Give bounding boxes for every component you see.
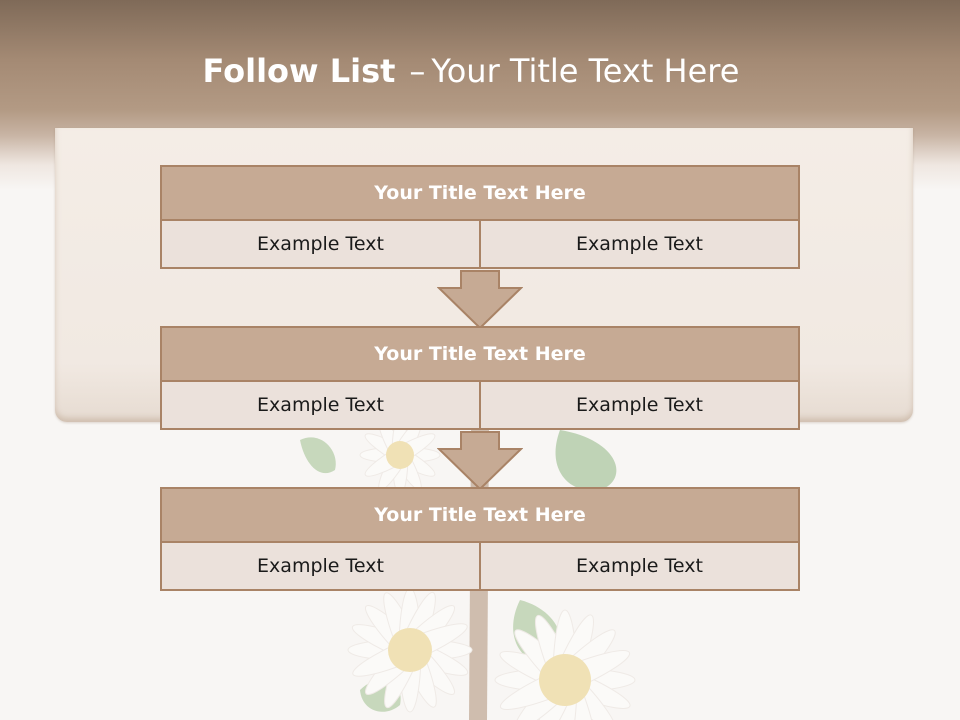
block-cell-left: Example Text (160, 380, 481, 430)
block-cell-right: Example Text (479, 541, 800, 591)
block-title: Your Title Text Here (160, 326, 800, 382)
slide-title-bold: Follow List (202, 52, 396, 90)
slide-title-rest: Your Title Text Here (431, 52, 740, 90)
down-arrow-icon (437, 431, 523, 491)
block-row: Example Text Example Text (160, 380, 800, 430)
list-block-3: Your Title Text Here Example Text Exampl… (160, 487, 800, 591)
block-row: Example Text Example Text (160, 219, 800, 269)
block-title: Your Title Text Here (160, 487, 800, 543)
down-arrow-icon (437, 270, 523, 330)
block-row: Example Text Example Text (160, 541, 800, 591)
block-cell-right: Example Text (479, 380, 800, 430)
list-block-2: Your Title Text Here Example Text Exampl… (160, 326, 800, 430)
slide-title: Follow List–Your Title Text Here (0, 52, 942, 90)
block-cell-right: Example Text (479, 219, 800, 269)
slide-title-dash: – (409, 52, 426, 90)
block-cell-left: Example Text (160, 219, 481, 269)
block-cell-left: Example Text (160, 541, 481, 591)
list-block-1: Your Title Text Here Example Text Exampl… (160, 165, 800, 269)
block-title: Your Title Text Here (160, 165, 800, 221)
